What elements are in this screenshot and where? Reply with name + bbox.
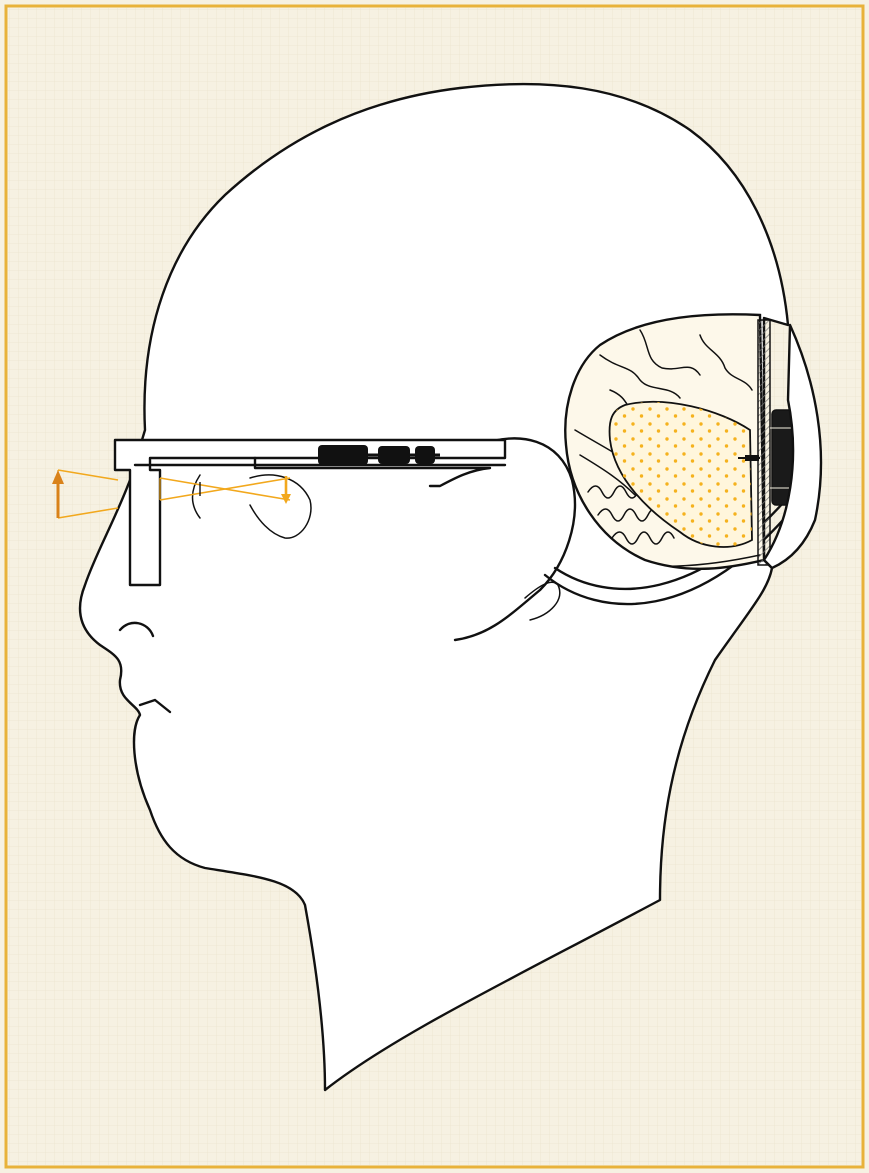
skull-section bbox=[758, 320, 770, 565]
electronics-module-icon bbox=[318, 445, 440, 465]
